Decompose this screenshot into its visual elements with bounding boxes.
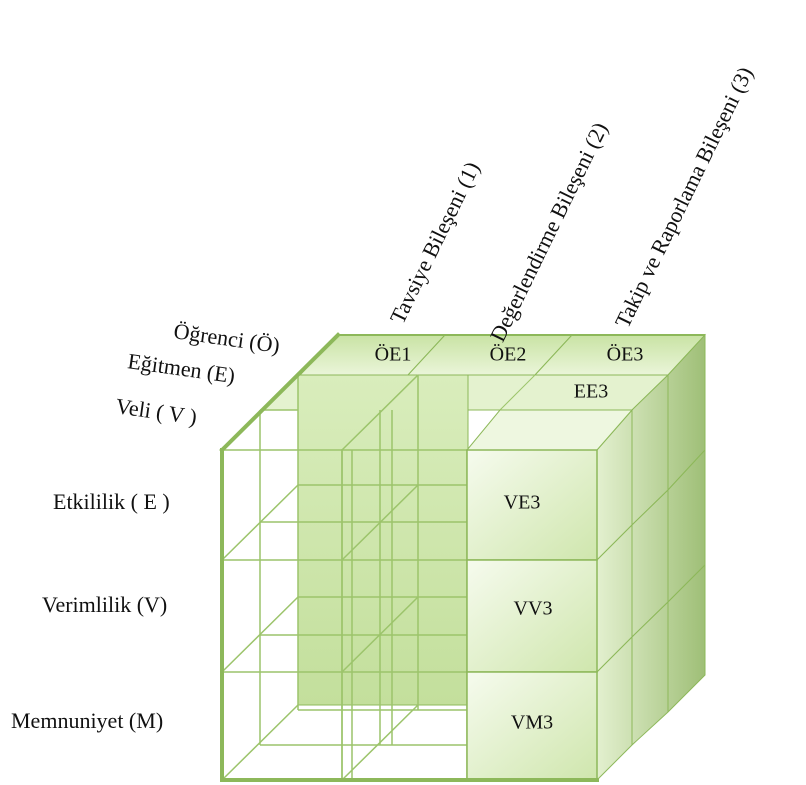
cell-label-vm3: VM3 xyxy=(510,711,554,734)
side-face-3 xyxy=(596,563,706,782)
inner-back-block xyxy=(297,374,469,706)
cell-label-oe1: ÖE1 xyxy=(374,343,412,366)
outer-edges xyxy=(219,332,599,782)
row-label-verimlilik: Verimlilik (V) xyxy=(42,592,168,617)
row-label-etkililik: Etkililik ( E ) xyxy=(53,489,170,514)
side-faces xyxy=(596,333,706,782)
wire-d-8 xyxy=(341,704,419,781)
cell-label-ve3: VE3 xyxy=(503,491,541,514)
cell-label-ee3: EE3 xyxy=(573,380,609,403)
front-cube-3 xyxy=(466,671,598,781)
top-face xyxy=(298,334,707,376)
wire-d-4 xyxy=(341,374,419,451)
wire-d-7 xyxy=(221,704,299,781)
row-label-memnuniyet: Memnuniyet (M) xyxy=(11,708,164,733)
cell-label-oe2: ÖE2 xyxy=(489,343,527,366)
second-layer-divider-2 xyxy=(499,374,536,411)
front-cube-1 xyxy=(466,449,598,561)
front-cubes xyxy=(466,449,598,781)
cell-label-vv3: VV3 xyxy=(513,597,553,620)
front-cube-2 xyxy=(466,559,598,673)
edge-top-left xyxy=(219,332,341,453)
cell-label-oe3: ÖE3 xyxy=(606,343,644,366)
